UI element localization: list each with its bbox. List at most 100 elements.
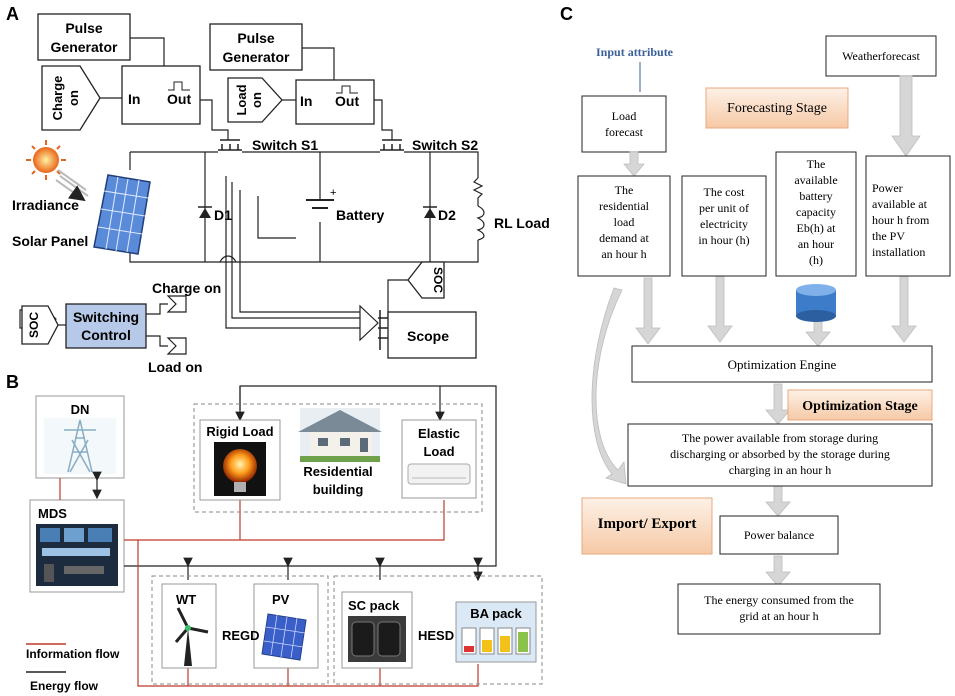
main-bus: [130, 151, 479, 178]
battery-capacity-line: an hour: [798, 237, 834, 251]
energy-consumed-line1: The energy consumed from the: [704, 593, 854, 607]
wt-label: WT: [176, 592, 196, 607]
pulse-generator-1-line1: Pulse: [65, 20, 103, 36]
cost-electricity-box: [681, 175, 767, 277]
residential-load-line: demand at: [599, 231, 649, 245]
legend-information-flow: Information flow: [26, 647, 120, 661]
cost-electricity-line: The cost: [704, 185, 746, 199]
elastic-load-box: [401, 419, 477, 499]
optimization-stage-label: Optimization Stage: [802, 399, 918, 414]
pv-power-line: Power: [872, 181, 903, 195]
sun-icon: [26, 140, 88, 200]
battery-icon: [306, 199, 334, 209]
soc-tag-control-label: SOC: [27, 312, 41, 338]
pv-power-line: available at: [872, 197, 928, 211]
wind-turbine-icon: [174, 607, 209, 666]
pulse-waveform-icon: [336, 85, 358, 94]
optimization-engine-label: Optimization Engine: [728, 357, 837, 372]
load-on-label: Load on: [148, 359, 202, 375]
ground-bus: [129, 240, 479, 263]
pulse-generator-2-line1: Pulse: [237, 30, 275, 46]
import-export-box: [581, 497, 713, 555]
residential-load-box: [577, 175, 671, 277]
load-on-output-tag: [166, 337, 187, 355]
supercapacitor-icon: [348, 616, 406, 662]
battery-label: Battery: [336, 207, 384, 223]
pulse-generator-1: [37, 13, 131, 61]
energy-consumed-line2: grid at an hour h: [739, 609, 818, 623]
energy-consumed-box: [677, 583, 881, 635]
battery-capacity-line: capacity: [796, 205, 836, 219]
light-bulb-icon: [214, 442, 266, 496]
ba-pack-label: BA pack: [470, 606, 522, 621]
switching-control-line1: Switching: [73, 309, 139, 325]
optimization-stage-box: [787, 389, 933, 421]
flow-arrows: [591, 75, 921, 587]
residential-building-line2: building: [313, 482, 364, 497]
panel-a-letter: A: [6, 4, 19, 24]
optimization-engine-box: [631, 345, 933, 383]
load-on-tag: [227, 77, 283, 123]
elastic-load-line2: Load: [423, 444, 454, 459]
pulse-generator-2-line2: Generator: [223, 49, 290, 65]
pulse-waveform-icon: [168, 81, 190, 91]
regd-label: REGD: [222, 628, 260, 643]
battery-capacity-box: [775, 151, 857, 277]
battery-capacity-line: The: [807, 157, 826, 171]
battery-capacity-line: available: [794, 173, 837, 187]
diode-d2-label: D2: [438, 207, 456, 223]
solar-panel-label: Solar Panel: [12, 233, 88, 249]
residential-load-line: load: [614, 215, 635, 229]
charge-on-tag-line2: on: [66, 90, 81, 106]
cost-electricity-line: in hour (h): [698, 233, 749, 247]
switch-s2-icon: [380, 139, 404, 151]
scope-block: [387, 311, 477, 359]
cost-electricity-line: electricity: [700, 217, 748, 231]
residential-load-line: an hour h: [601, 247, 646, 261]
wire: [374, 99, 393, 140]
wire: [302, 47, 335, 80]
soc-tag-scope-label: SOC: [431, 267, 445, 293]
load-forecast-box: [581, 95, 667, 153]
pv-panel-icon: [261, 613, 307, 661]
scope-label: Scope: [407, 328, 449, 344]
pulse-block-2: [295, 79, 375, 125]
dn-box: [35, 395, 125, 479]
pulse-block-1-out: Out: [167, 91, 191, 107]
elastic-load-line1: Elastic: [418, 426, 460, 441]
diode-d2-icon: [424, 208, 436, 218]
storage-power-line: charging in an hour h: [729, 463, 831, 477]
switch-s1-label: Switch S1: [252, 137, 318, 153]
sc-pack-label: SC pack: [348, 598, 400, 613]
inductor-icon: [476, 205, 485, 241]
pv-power-line: installation: [872, 245, 925, 259]
pv-power-line: the PV: [872, 229, 905, 243]
panel-c: C Input attribute Weatherforecast Foreca…: [560, 4, 951, 635]
storage-power-box: [627, 423, 933, 487]
pv-power-box: [865, 155, 951, 277]
load-on-tag-line2: on: [249, 92, 264, 108]
pv-label: PV: [272, 592, 290, 607]
battery-plus: +: [330, 187, 336, 199]
soc-tag-scope: [407, 261, 445, 299]
pulse-generator-1-line2: Generator: [51, 39, 118, 55]
switching-control-line2: Control: [81, 327, 131, 343]
switch-s1-icon: [218, 139, 242, 151]
forecasting-stage-box: [705, 87, 849, 129]
weather-forecast-box: [825, 35, 937, 77]
import-export-label: Import/ Export: [598, 516, 697, 532]
pulse-block-2-out: Out: [335, 93, 359, 109]
charge-on-label: Charge on: [152, 280, 221, 296]
charge-on-tag-line1: Charge: [50, 76, 65, 121]
hesd-label: HESD: [418, 628, 454, 643]
panel-a: A Pulse Generator Pulse Generator Charge…: [6, 4, 550, 375]
air-conditioner-icon: [407, 463, 471, 485]
resistor-icon: [472, 177, 484, 206]
power-balance-label: Power balance: [744, 528, 814, 542]
wire: [200, 99, 229, 140]
pulse-block-1-in: In: [128, 91, 140, 107]
switch-s2-label: Switch S2: [412, 137, 478, 153]
weather-forecast-label: Weatherforecast: [842, 49, 920, 63]
diode-d1-icon: [199, 208, 211, 218]
load-on-tag-line1: Load: [234, 84, 249, 115]
